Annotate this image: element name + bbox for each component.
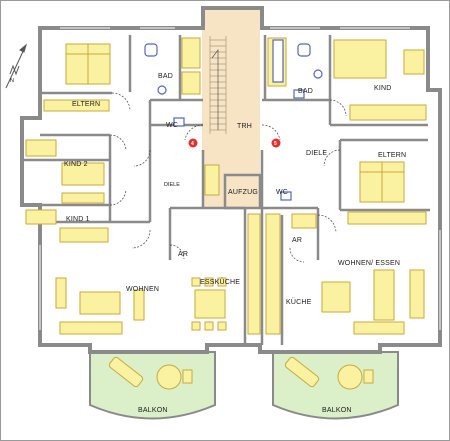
room-label-trh: TRH [237,123,252,130]
compass-letter: N [10,78,14,84]
room-label-wc-right: WC [276,189,288,196]
room-label-eltern-right: ELTERN [378,152,406,159]
balcony-right [272,351,399,420]
stair-hall [202,8,260,208]
room-label-diele-left: DIELE [164,182,180,188]
room-label-bad-left: BAD [158,73,173,80]
apartment-markers [188,138,281,148]
bath-fixtures [144,39,323,201]
room-label-wc-left: WC [166,122,178,129]
walls [20,6,442,354]
inner-walls [22,35,430,345]
room-label-ar-right: AR [292,237,302,244]
balcony-left [89,351,216,420]
furniture [25,37,427,335]
room-label-wohnen: WOHNEN [126,286,159,293]
windows [39,27,441,330]
room-label-diele-right: DIELE [306,150,327,157]
room-label-balkon-left: BALKON [138,407,168,414]
marker-number-right: 5 [274,141,277,147]
marker-number-left: 4 [191,141,194,147]
doors [109,92,347,263]
room-label-eltern-left: ELTERN [72,101,100,108]
room-label-ar-left: AR [178,251,188,258]
room-label-kind-right: KIND [374,85,392,92]
room-label-balkon-right: BALKON [322,407,352,414]
room-label-kind1: KIND 1 [66,216,90,223]
room-label-esskueche: ESSKÜCHE [200,278,240,286]
compass-arrow-icon [5,43,27,89]
room-label-kueche: KÜCHE [286,298,312,306]
room-label-kind2: KIND 2 [64,161,88,168]
room-label-aufzug: AUFZUG [228,189,258,196]
room-label-bad-right: BAD [298,88,313,95]
room-label-wohnen-essen: WOHNEN/ ESSEN [338,260,400,267]
